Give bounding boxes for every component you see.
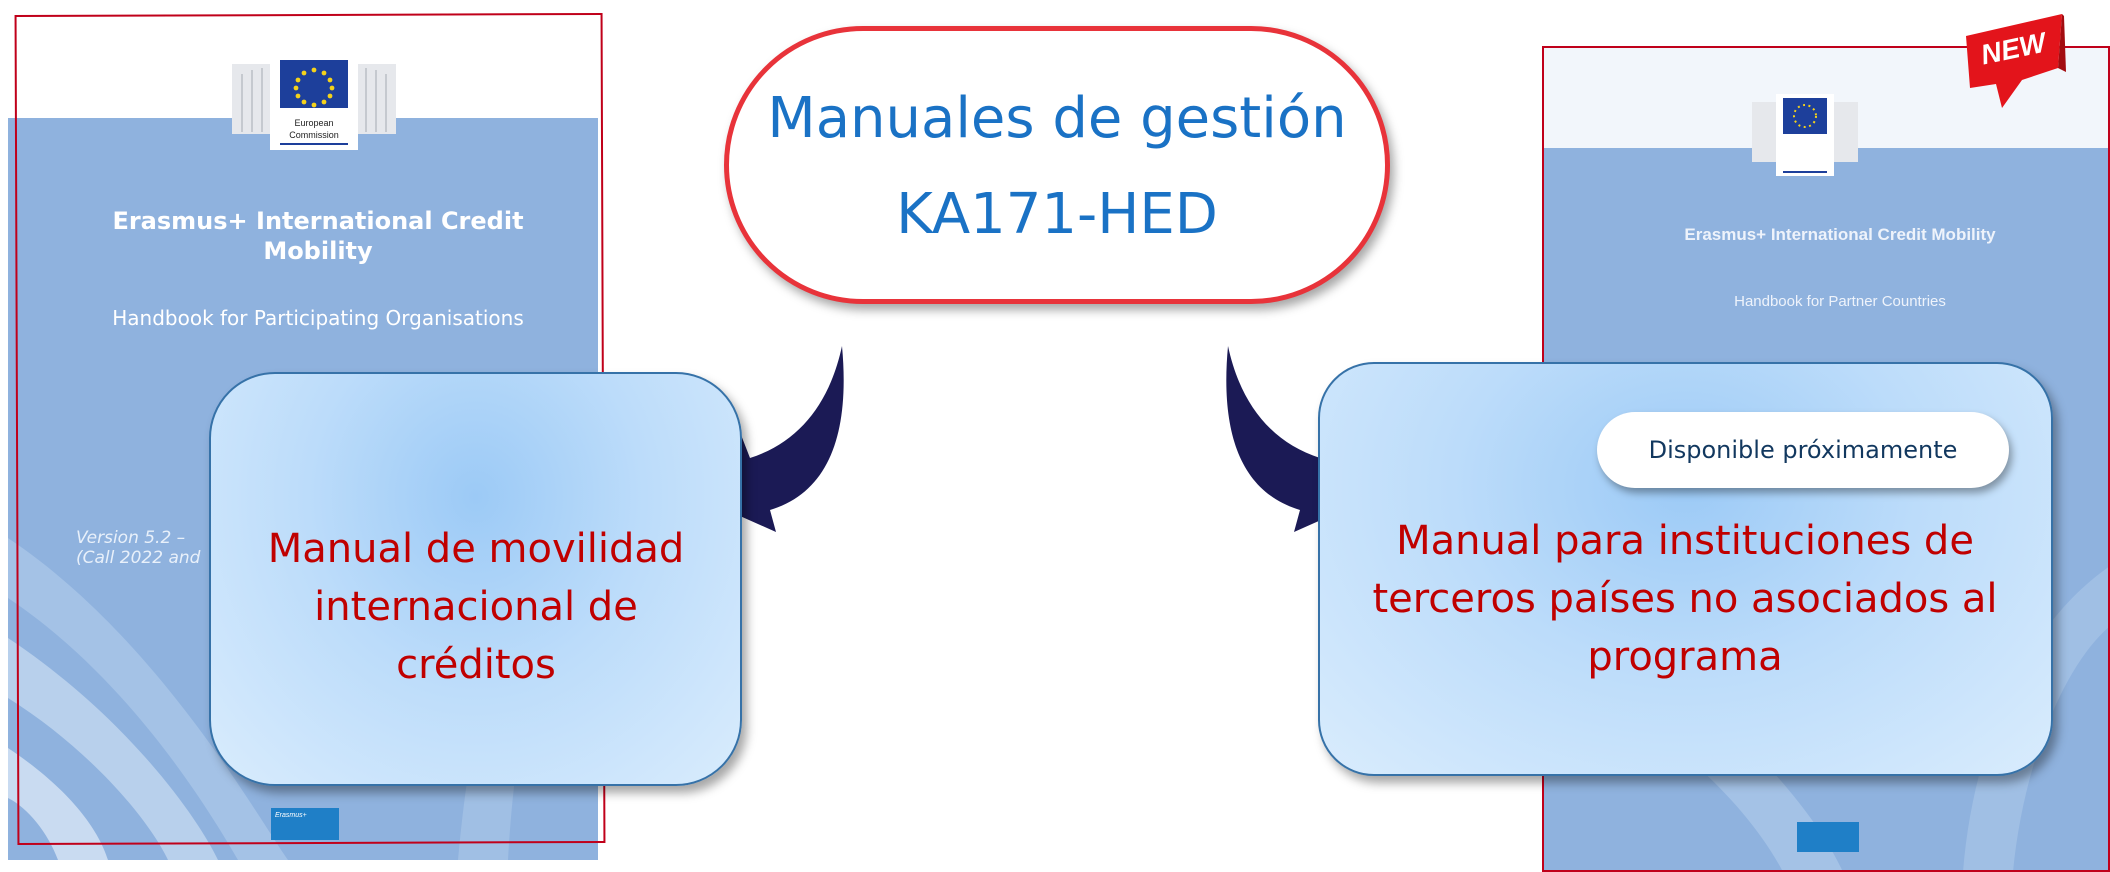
version-line-2: (Call 2022 and [76, 548, 201, 568]
right-manual-label: Manual para instituciones de terceros pa… [1372, 518, 1998, 680]
version-line-1: Version 5.2 – [76, 528, 186, 548]
svg-text:European: European [294, 118, 333, 128]
left-cover-title: Erasmus+ International Credit Mobility [112, 207, 524, 265]
left-cover-subtitle: Handbook for Participating Organisations [112, 306, 524, 330]
new-ribbon-badge: NEW [1966, 14, 2066, 108]
svg-text:Commission: Commission [289, 130, 339, 140]
european-commission-logo [1752, 94, 1858, 176]
right-cover-title: Erasmus+ International Credit Mobility [1684, 225, 1996, 244]
left-cover-version: Version 5.2 – (Call 2022 and [76, 528, 246, 568]
erasmus-footer-logo: Erasmus+ [271, 808, 339, 840]
left-manual-label: Manual de movilidad internacional de cré… [267, 526, 685, 688]
main-title-line-2: KA171-HED [896, 182, 1218, 247]
main-title-line-1: Manuales de gestión [767, 86, 1347, 151]
title-pill [724, 26, 1390, 304]
right-cover-subtitle: Handbook for Partner Countries [1734, 293, 1946, 310]
european-commission-logo: European Commission [232, 54, 396, 150]
left-manual-box[interactable] [209, 372, 742, 786]
erasmus-footer-logo [1797, 822, 1859, 852]
coming-soon-badge: Disponible próximamente [1597, 412, 2009, 488]
